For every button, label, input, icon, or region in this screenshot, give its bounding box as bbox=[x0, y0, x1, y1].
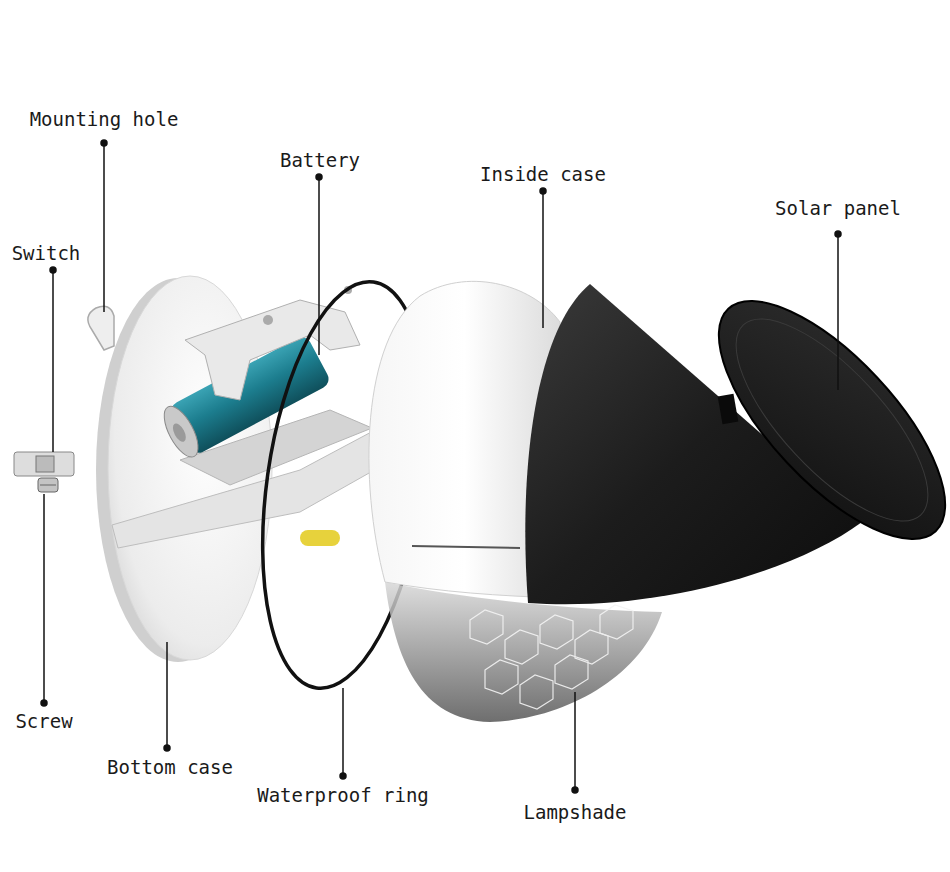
part-label: Lampshade bbox=[524, 801, 627, 824]
shell-slot bbox=[718, 394, 739, 424]
switch-part bbox=[14, 452, 74, 476]
mounting-hook bbox=[88, 306, 114, 350]
part-label: Mounting hole bbox=[30, 108, 179, 131]
case-slot bbox=[412, 546, 520, 548]
screw-part bbox=[38, 478, 58, 492]
leader-lines bbox=[41, 140, 841, 793]
lampshade-facets bbox=[470, 605, 633, 709]
clip-screw bbox=[263, 315, 273, 325]
part-label: Bottom case bbox=[107, 756, 233, 779]
switch-knob bbox=[36, 456, 54, 472]
solar-cells bbox=[707, 291, 950, 549]
part-label: Waterproof ring bbox=[257, 784, 429, 807]
solar-panel-disc bbox=[683, 267, 950, 574]
led-part bbox=[300, 530, 340, 546]
part-label: Battery bbox=[280, 149, 360, 172]
part-label: Inside case bbox=[480, 163, 606, 186]
part-label: Solar panel bbox=[775, 197, 901, 220]
screw-slot bbox=[40, 485, 56, 486]
part-label: Screw bbox=[15, 710, 72, 733]
battery-clip bbox=[185, 300, 360, 400]
part-label: Switch bbox=[12, 242, 81, 265]
lampshade-dome bbox=[385, 582, 662, 722]
